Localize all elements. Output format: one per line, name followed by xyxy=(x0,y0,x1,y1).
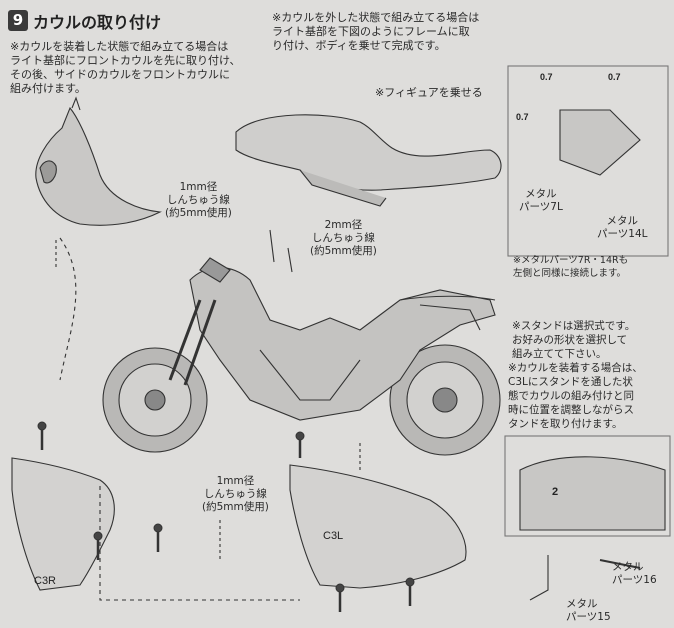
wire-label-1mm-upper: 1mm径 しんちゅう線 (約5mm使用) xyxy=(165,181,232,219)
step-title: カウルの取り付け xyxy=(33,13,162,32)
cowl-c3l-drawing xyxy=(289,464,467,589)
label-metal-part-14l: メタル パーツ14L xyxy=(597,215,648,240)
part-code-c3l: C3L xyxy=(323,530,344,542)
wire-label-1mm-bottom: 1mm径 しんちゅう線 (約5mm使用) xyxy=(202,475,269,513)
cowl-c3r-drawing xyxy=(11,457,115,591)
step-number-badge: 9 xyxy=(8,10,28,31)
note-stand-with-cowl: ※カウルを装着する場合は、 C3Lにスタンドを通した状 態でカウルの組み付けと同… xyxy=(508,362,643,430)
part-code-c3r: C3R xyxy=(34,575,57,587)
seat-body-drawing xyxy=(235,114,502,191)
note-figure: ※フィギュアを乗せる xyxy=(375,86,483,99)
note-cowl-removed: ※カウルを外した状態で組み立てる場合は ライト基部を下図のようにフレームに取 り… xyxy=(272,11,480,52)
inset-screw-label-1: 0.7 xyxy=(540,72,553,82)
inset-screw-label-3: 0.7 xyxy=(516,112,529,122)
front-cowl-drawing xyxy=(35,106,162,226)
wire-label-2mm: 2mm径 しんちゅう線 (約5mm使用) xyxy=(310,219,377,257)
note-cowl-attached: ※カウルを装着した状態で組み立てる場合は ライト基部にフロントカウルを先に取り付… xyxy=(10,40,241,95)
label-metal-part-15: メタル パーツ15 xyxy=(566,598,611,623)
note-stand-optional: ※スタンドは選択式です。 お好みの形状を選択して 組み立てて下さい。 xyxy=(512,320,636,360)
label-metal-part-7l: メタル パーツ7L xyxy=(519,188,563,213)
screw-drawings xyxy=(37,421,415,612)
inset-bottom-screw-label: 2 xyxy=(552,486,559,498)
note-metal-parts-7r-14r: ※メタルパーツ7R・14Rも 左側と同様に接続します。 xyxy=(513,255,629,279)
motorcycle-drawing xyxy=(102,257,501,456)
label-metal-part-16: メタル パーツ16 xyxy=(612,561,657,586)
inset-screw-label-2: 0.7 xyxy=(608,72,621,82)
